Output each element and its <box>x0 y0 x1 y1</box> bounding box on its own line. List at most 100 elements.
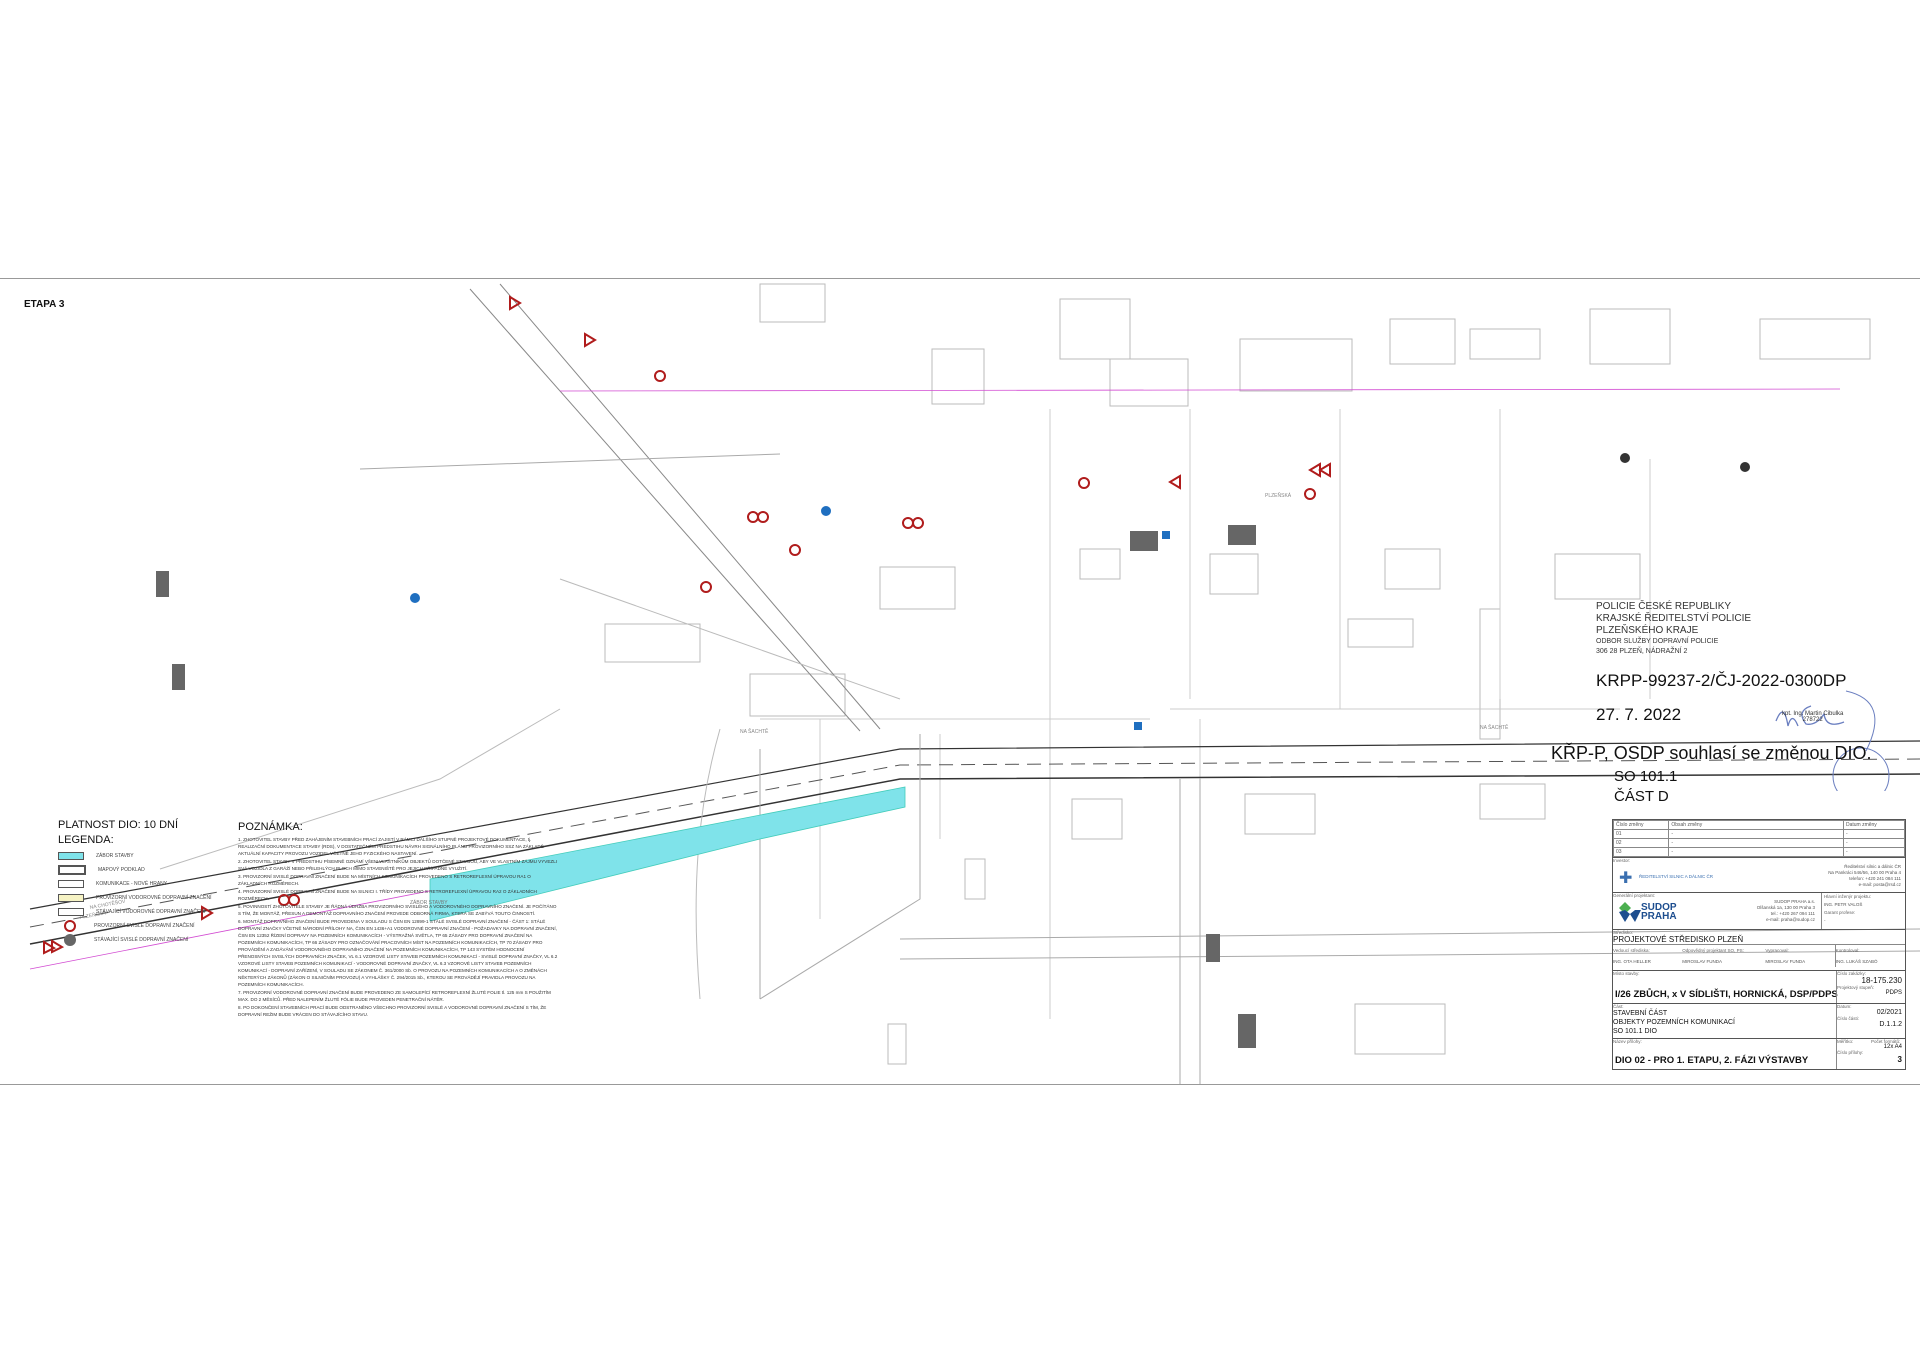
building <box>759 283 826 323</box>
rev-cell: 03 <box>1612 847 1670 857</box>
scale-label: Měřítko: <box>1837 1039 1854 1044</box>
rev-cell: 02 <box>1612 838 1670 848</box>
signer-name: kpt. Ing. Martin Cibulka <box>1782 711 1844 717</box>
format-value: 12x A4 <box>1883 1044 1902 1050</box>
person-name: MIROSLAV FUNDA <box>1765 959 1806 964</box>
so-number: SO 101.1 <box>1614 768 1678 785</box>
note: 2. ZHOTOVITEL STAVBY V PŘEDSTIHU PÍSEMNĚ… <box>238 859 558 871</box>
name-label: Název přílohy: <box>1613 1039 1642 1044</box>
prohibition-sign-icon <box>789 544 801 556</box>
building <box>1469 328 1541 360</box>
stamp-dept: ODBOR SLUŽBY DOPRAVNÍ POLICIE <box>1596 638 1719 645</box>
person-role: Vedoucí střediska: <box>1613 948 1650 953</box>
warning-sign-icon <box>201 905 214 921</box>
building <box>1347 618 1414 648</box>
person-role: Odpovědný projektant SO, PS: <box>1682 948 1744 953</box>
mandatory-sign-icon <box>821 506 831 516</box>
traffic-signs <box>43 295 1331 955</box>
stamp-dept: 306 28 PLZEŇ, NÁDRAŽNÍ 2 <box>1596 648 1688 655</box>
designer-label: Generální projektant: <box>1613 893 1656 898</box>
existing-signs <box>156 453 1750 1048</box>
prohibition-sign-icon <box>902 517 914 529</box>
contract-number: 18-175.230 <box>1861 976 1902 985</box>
prohibition-sign-icon <box>700 581 712 593</box>
warning-sign-icon <box>1168 474 1181 490</box>
stamp-org: KRAJSKÉ ŘEDITELSTVÍ POLICIE <box>1596 613 1752 624</box>
investor-addr: Ředitelství silnic a dálnic ČR <box>1844 864 1901 869</box>
approval-text: KŘP-P, OSDP souhlasí se změnou DIO. <box>1551 743 1872 763</box>
contract-label: Číslo zakázky: <box>1837 971 1867 976</box>
centre-label: Středisko: <box>1613 930 1634 935</box>
legend-item: PROVIZORNÍ SVISLÉ DOPRAVNÍ ZNAČENÍ <box>94 923 195 929</box>
rev-header: Obsah změny <box>1668 820 1844 830</box>
note: 1. ZHOTOVITEL STAVBY PŘED ZAHÁJENÍM STAV… <box>238 837 544 856</box>
building <box>1354 1003 1446 1055</box>
designer-addr: e-mail: praha@sudop.cz <box>1766 917 1815 922</box>
building <box>1589 308 1671 365</box>
part-label: Část: <box>1613 1004 1624 1009</box>
investor-name: ŘEDITELSTVÍ SILNIC A DÁLNIC ČR <box>1639 874 1714 879</box>
building <box>1079 548 1121 580</box>
centre-name: PROJEKTOVÉ STŘEDISKO PLZEŇ <box>1613 935 1744 944</box>
swatch-zabor <box>58 852 84 860</box>
guarantor-name: - <box>1824 918 1826 923</box>
building <box>879 566 956 610</box>
police-approval-stamp: POLICIE ČESKÉ REPUBLIKY KRAJSKÉ ŘEDITELS… <box>1551 601 1916 805</box>
legend-title: LEGENDA: <box>58 834 114 846</box>
prohibition-sign-icon <box>654 370 666 382</box>
building <box>1109 358 1189 407</box>
svg-text:NA ŠACHTĚ: NA ŠACHTĚ <box>1480 723 1509 731</box>
stamp-org: PLZEŇSKÉHO KRAJE <box>1596 625 1699 636</box>
rev-cell: - <box>1842 838 1906 848</box>
format-label: Počet formátů: <box>1871 1039 1901 1044</box>
place-name: I/26 ZBŮCH, x V SÍDLIŠTI, HORNICKÁ, DSP/… <box>1615 989 1838 1000</box>
note: 8. PO DOKONČENÍ STAVEBNÍCH PRACÍ BUDE OD… <box>238 1005 547 1017</box>
building <box>931 348 985 405</box>
partno-label: Číslo části: <box>1837 1016 1860 1021</box>
chief-label: Hlavní inženýr projektu: <box>1824 894 1872 899</box>
rev-cell: - <box>1668 829 1844 839</box>
swatch <box>58 908 84 916</box>
rev-cell: - <box>1668 838 1844 848</box>
person-role: Vypracoval: <box>1765 948 1789 953</box>
notes-title: POZNÁMKA: <box>238 821 303 833</box>
drawing-name: DIO 02 - PRO 1. ETAPU, 2. FÁZI VÝSTAVBY <box>1615 1055 1809 1066</box>
construction-zone <box>429 786 906 922</box>
note: 5. POVINNOSTÍ ZHOTOVITELE STAVBY JE ŘÁDN… <box>238 904 557 916</box>
parcels <box>760 409 1651 1019</box>
drawing-sheet: ETAPA 3 <box>0 278 1920 1085</box>
rev-cell: - <box>1668 847 1844 857</box>
stamp-date: 27. 7. 2022 <box>1596 705 1682 724</box>
prohibition-sign-icon <box>1078 477 1090 489</box>
stage-value: PDPS <box>1885 990 1902 996</box>
part-label: ČÁST D <box>1614 788 1669 805</box>
building <box>1209 553 1259 595</box>
building <box>1239 338 1353 392</box>
note: 7. PROVIZORNÍ VODOROVNÉ DOPRAVNÍ ZNAČENÍ… <box>238 990 551 1002</box>
investor-addr: telefon: +420 241 084 111 <box>1849 876 1901 881</box>
building <box>964 858 986 900</box>
note: 3. PROVIZORNÍ SVISLÉ DOPRAVNÍ ZNAČENÍ BU… <box>238 874 531 886</box>
building <box>887 1023 907 1065</box>
prohibition-sign-icon <box>288 894 300 906</box>
swatch <box>58 894 84 902</box>
investor-addr: Na Pankráci 546/56, 140 00 Praha 4 <box>1828 870 1901 875</box>
place-label: Místo stavby: <box>1613 971 1640 976</box>
warning-sign-icon <box>509 295 522 311</box>
prohibition-sign-icon <box>757 511 769 523</box>
part-line: STAVEBNÍ ČÁST <box>1613 1010 1668 1017</box>
svg-text:ZÁBOR STAVBY: ZÁBOR STAVBY <box>410 899 448 906</box>
chief-name: ING. PETR VALOŠ <box>1824 902 1863 907</box>
stage-label: Projektový stupeň: <box>1837 985 1875 990</box>
swatch <box>58 865 86 875</box>
building <box>1244 793 1316 835</box>
designer-addr: tel.: +420 267 094 111 <box>1770 911 1815 916</box>
notes: POZNÁMKA: 1. ZHOTOVITEL STAVBY PŘED ZAHÁ… <box>238 821 558 1019</box>
building <box>1479 783 1546 820</box>
info-sign-icon <box>1162 531 1170 539</box>
building <box>1384 548 1441 590</box>
legend-item: ZÁBOR STAVBY <box>96 853 134 859</box>
